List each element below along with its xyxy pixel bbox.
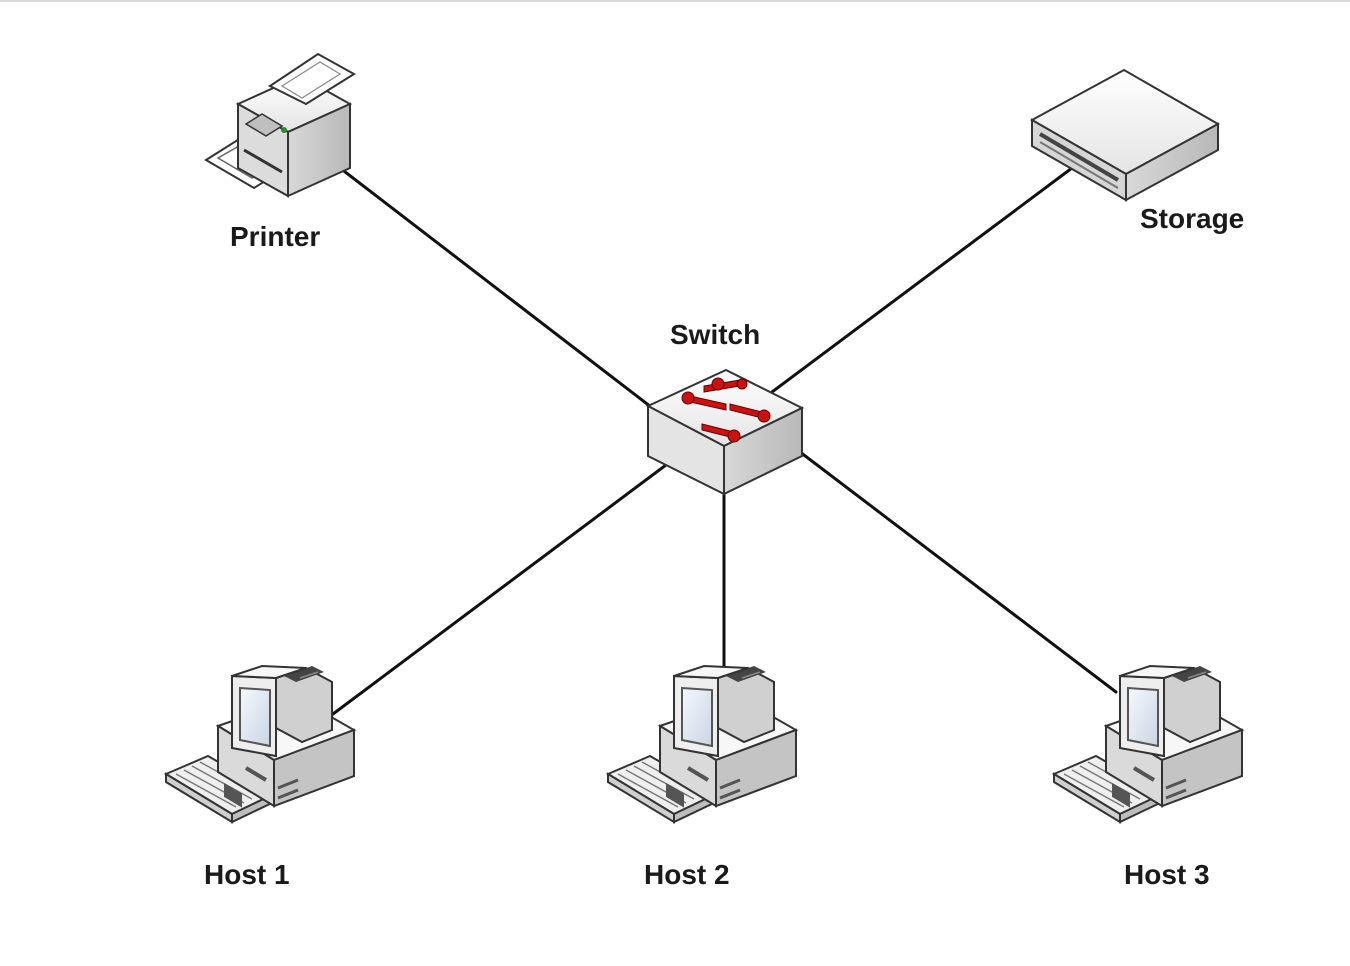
desktop-computer-icon	[164, 664, 356, 824]
network-switch-icon	[645, 368, 805, 496]
top-border	[0, 0, 1350, 2]
host2-label: Host 2	[644, 859, 730, 890]
desktop-computer-icon	[606, 664, 798, 824]
storage-icon	[1029, 68, 1221, 202]
printer-node[interactable]: Printer	[204, 52, 356, 252]
link-switch-host1	[331, 460, 672, 716]
desktop-computer-icon	[1052, 664, 1244, 824]
switch-node[interactable]: Switch	[645, 319, 805, 496]
host2-node[interactable]: Host 2	[606, 664, 798, 890]
storage-node[interactable]: Storage	[1029, 68, 1244, 234]
link-switch-storage	[770, 166, 1074, 394]
storage-label: Storage	[1140, 203, 1244, 234]
link-switch-host3	[798, 450, 1118, 694]
links	[331, 166, 1118, 716]
host1-node[interactable]: Host 1	[164, 664, 356, 890]
switch-label: Switch	[670, 319, 760, 350]
host3-node[interactable]: Host 3	[1052, 664, 1244, 890]
printer-label: Printer	[230, 221, 320, 252]
printer-icon	[204, 52, 356, 198]
link-switch-printer	[338, 166, 657, 412]
host3-label: Host 3	[1124, 859, 1210, 890]
host1-label: Host 1	[204, 859, 290, 890]
